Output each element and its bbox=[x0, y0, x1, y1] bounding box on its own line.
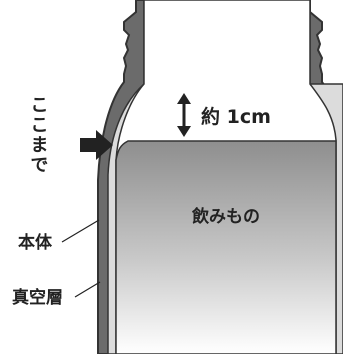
fill-marker-label: ここまで bbox=[28, 95, 49, 175]
body-leader-line bbox=[61, 219, 100, 243]
headspace-label: 約 1cm bbox=[201, 105, 271, 128]
headspace-arrow bbox=[177, 93, 191, 137]
body-label: 本体 bbox=[18, 232, 53, 253]
liquid-label: 飲みもの bbox=[191, 206, 260, 227]
liquid bbox=[115, 140, 337, 354]
vacuum-layer-leader-line bbox=[74, 281, 101, 298]
fill-line-arrow bbox=[80, 130, 113, 160]
vacuum-layer-label: 真空層 bbox=[12, 287, 63, 308]
